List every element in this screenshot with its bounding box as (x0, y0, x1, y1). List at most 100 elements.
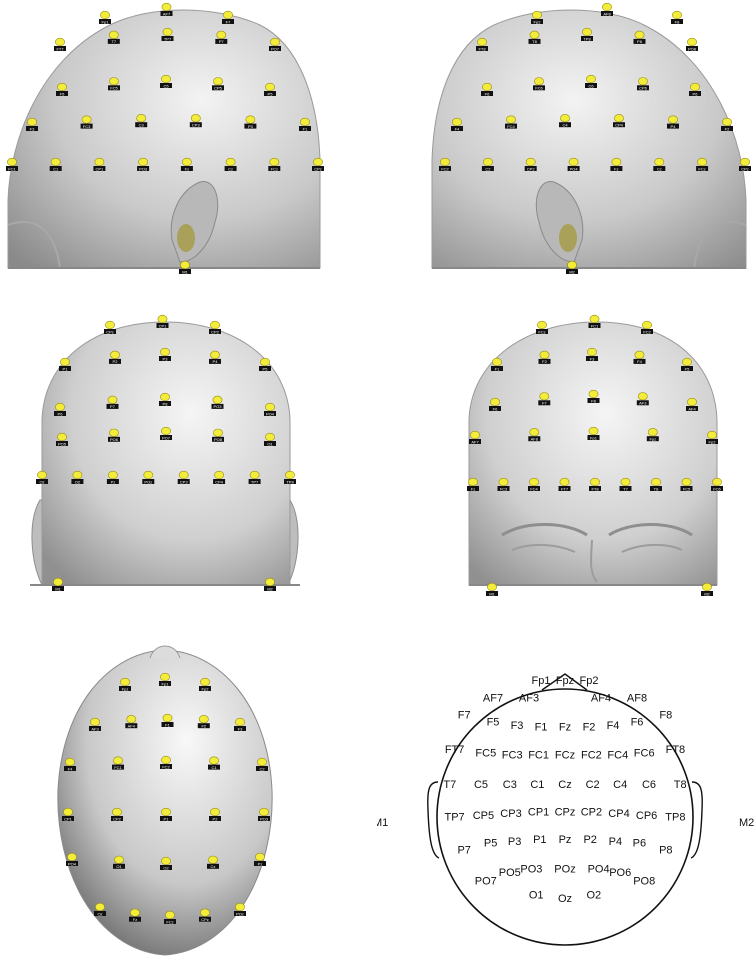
electrode-label-c6: C6 (642, 779, 656, 791)
electrode-tag: FCz (698, 166, 705, 171)
electrode-label-tp8: TP8 (665, 812, 685, 824)
electrode-tag: Fz (471, 486, 475, 491)
head-view-back: CPzCP1CP2P1P2P3P4P5P6P7P8PO3PO4PO5PO6PO7… (0, 300, 377, 600)
electrode-label-cp5: CP5 (473, 810, 494, 822)
electrode-tag: P2 (213, 816, 219, 821)
electrode-label-po8: PO8 (633, 876, 655, 888)
electrode-tag: Pz (111, 479, 116, 484)
electrode-label-fc2: FC2 (581, 749, 602, 761)
electrode-tag: CP2 (527, 166, 536, 171)
electrode-tag: C1 (53, 166, 59, 171)
electrode-tag: Fz (614, 166, 618, 171)
electrode-tag: CP2 (211, 329, 220, 334)
electrode-label-c3: C3 (503, 779, 517, 791)
electrode-tag: F1 (495, 366, 500, 371)
electrode-tag: P6 (693, 91, 699, 96)
electrode-tag: FT8 (591, 486, 599, 491)
electrode-tag: PO4 (266, 411, 275, 416)
electrode-tag: AF3 (639, 401, 647, 406)
electrode-tag: CP3 (180, 479, 189, 484)
electrode-tag: CP4 (215, 479, 224, 484)
electrode-tag: F2 (542, 359, 547, 364)
electrode-tag: C4 (562, 123, 568, 128)
electrode-tag: O1 (267, 441, 273, 446)
electrode-label-cpz: CPz (555, 807, 576, 819)
electrode-tag: Fp1 (162, 681, 170, 686)
electrode-tag: TP8 (583, 36, 591, 41)
electrode-label-f8: F8 (659, 710, 672, 722)
electrode-marker: PO8 (686, 38, 698, 51)
electrode-label-f5: F5 (487, 717, 500, 729)
electrode-label-p3: P3 (508, 836, 521, 848)
electrode-label-fpz: Fpz (556, 675, 574, 687)
electrode-tag: FCz (538, 329, 545, 334)
electrode-tag: F4 (68, 766, 73, 771)
electrode-label-fz: Fz (559, 722, 571, 734)
electrode-tag: CP5 (214, 86, 223, 91)
electrode-label-p6: P6 (633, 838, 646, 850)
electrode-tag: M2 (704, 591, 710, 596)
electrode-label-cp2: CP2 (581, 807, 602, 819)
electrode-label-cp6: CP6 (636, 810, 657, 822)
electrode-label-o1: O1 (529, 890, 544, 902)
electrode-tag: F1 (303, 126, 308, 131)
electrode-tag: C6 (588, 83, 594, 88)
electrode-tag: F5 (685, 366, 690, 371)
electrode-label-c2: C2 (586, 779, 600, 791)
electrode-tag: AF3 (91, 726, 99, 731)
electrode-tag: C1 (211, 765, 217, 770)
electrode-label-c5: C5 (474, 779, 488, 791)
electrode-marker: M1 (486, 583, 498, 596)
electrode-label-ft8: FT8 (666, 744, 686, 756)
electrode-tag: PO4 (570, 166, 579, 171)
electrode-tag: AF4 (128, 724, 136, 729)
electrode-tag: CPz (106, 329, 114, 334)
electrode-label-po3: PO3 (520, 864, 542, 876)
head-shape (469, 322, 717, 585)
electrode-label-fcz: FCz (555, 749, 575, 761)
electrode-label-af8: AF8 (627, 692, 647, 704)
electrode-tag: CP1 (64, 816, 73, 821)
electrode-tag: Pz (258, 861, 263, 866)
electrode-tag: PO5 (58, 441, 67, 446)
electrode-tag: F3 (238, 726, 243, 731)
electrode-tag: P7 (110, 404, 116, 409)
electrode-tag: FT7 (56, 46, 64, 51)
electrode-tag: CPz (201, 917, 209, 922)
electrode-label-ft7: FT7 (445, 744, 465, 756)
electrode-tag: PO7 (271, 46, 280, 51)
electrode-label-af7: AF7 (483, 692, 503, 704)
electrode-tag: P1 (164, 816, 170, 821)
head-view-front: FCzFC1FC2F1F2F3F4F5F6F7F8AF3AF4AF7AF8Fp1… (377, 300, 754, 600)
electrode-label-fp2: Fp2 (580, 675, 599, 687)
head-right-svg: Fp2AF8F8FT8T8TP8P8PO8F6FC6C6CP6P6F4FC4C4… (377, 0, 754, 280)
electrode-label-t7: T7 (443, 779, 456, 791)
electrode-label-c4: C4 (613, 779, 627, 791)
electrode-label-fc3: FC3 (502, 749, 523, 761)
electrode-label-p2: P2 (583, 834, 596, 846)
electrode-tag: Fp2 (709, 439, 717, 444)
electrode-tag: F4 (637, 359, 642, 364)
head-back-svg: CPzCP1CP2P1P2P3P4P5P6P7P8PO3PO4PO5PO6PO7… (0, 300, 377, 600)
electrode-tag: PO8 (688, 46, 697, 51)
electrode-label-p5: P5 (484, 838, 497, 850)
electrode-tag: C3 (139, 123, 145, 128)
electrode-label-f2: F2 (583, 722, 596, 734)
electrode-tag: TP7 (251, 479, 259, 484)
electrode-tag: Fp2 (534, 19, 542, 24)
electrode-tag: AF7 (163, 11, 171, 16)
electrode-tag: P4 (213, 359, 219, 364)
electrode-tag: Fz (185, 166, 189, 171)
electrode-tag: P8 (163, 401, 169, 406)
electrode-tag: O2 (75, 479, 81, 484)
electrode-tag: FCz (166, 919, 173, 924)
electrode-tag: F4 (455, 126, 460, 131)
electrode-tag: PO3 (213, 404, 222, 409)
electrode-tag: Fpz (649, 437, 656, 442)
electrode-label-cp4: CP4 (608, 808, 629, 820)
electrode-tag: Fp2 (202, 686, 210, 691)
electrode-label-p4: P4 (609, 836, 622, 848)
electrode-tag: PO3 (139, 166, 148, 171)
